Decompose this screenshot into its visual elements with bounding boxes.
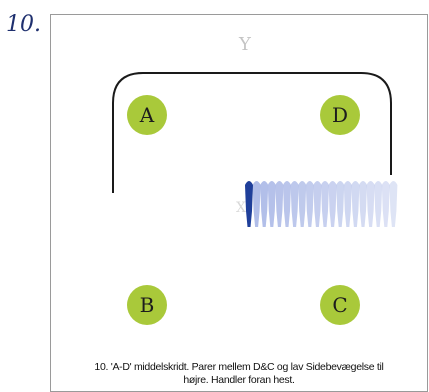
marker-x-center: X	[236, 200, 246, 216]
horse-trail-shape	[389, 181, 398, 227]
caption-line-1: 10. 'A-D' middelskridt. Parer mellem D&C…	[94, 361, 384, 373]
horse-trail-shape	[343, 181, 352, 227]
letter-a-marker: A	[127, 95, 167, 135]
horse-front-shape	[245, 181, 253, 227]
horse-trail-shape	[298, 181, 307, 227]
letter-c-marker: C	[320, 285, 360, 325]
caption-line-2: højre. Handler foran hest.	[183, 374, 295, 386]
letter-d-label: D	[331, 103, 349, 127]
horse-trail-shape	[374, 181, 383, 227]
letter-d-marker: D	[320, 95, 360, 135]
horse-sidepass-trail	[245, 181, 398, 227]
letter-b-label: B	[139, 293, 155, 317]
horse-trail-shape	[275, 181, 284, 227]
horse-trail-shape	[252, 181, 261, 227]
horse-trail-shape	[267, 181, 276, 227]
horse-trail-shape	[351, 181, 360, 227]
track-path-svg	[112, 72, 398, 227]
horse-trail-shape	[381, 181, 390, 227]
horse-trail-shape	[321, 181, 329, 227]
arena-diagram: Y X A D B C 10. 'A-D' middelskridt. Pare…	[50, 14, 428, 392]
horse-trail-shape	[290, 181, 299, 227]
horse-trail-shape	[260, 181, 269, 227]
track-line	[112, 72, 392, 193]
horse-trail-shape	[328, 181, 337, 227]
caption: 10. 'A-D' middelskridt. Parer mellem D&C…	[57, 361, 421, 387]
letter-c-label: C	[332, 293, 348, 317]
horse-trail-shape	[305, 181, 314, 227]
horse-trail-shape	[283, 181, 291, 227]
horse-trail-shape	[313, 181, 322, 227]
horse-trail-shape	[336, 181, 345, 227]
horse-trail-shape	[366, 181, 375, 227]
marker-y-top: Y	[239, 34, 251, 55]
letter-a-label: A	[139, 103, 155, 127]
letter-b-marker: B	[127, 285, 167, 325]
horse-trail-shape	[359, 181, 367, 227]
exercise-number: 10.	[6, 12, 41, 37]
